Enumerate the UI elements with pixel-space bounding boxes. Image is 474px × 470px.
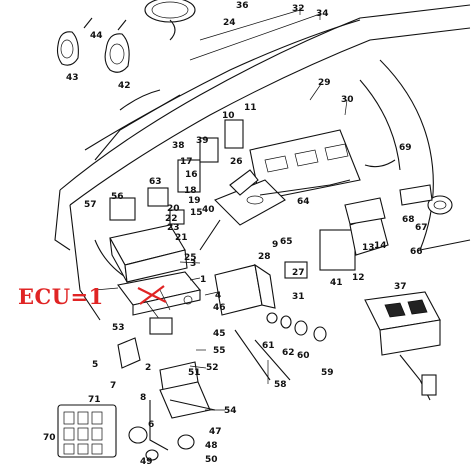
callout-49: 49 (140, 457, 153, 467)
callout-29: 29 (318, 78, 331, 88)
lower-brackets (117, 337, 216, 461)
callout-69: 69 (399, 143, 412, 153)
callout-10: 10 (222, 111, 235, 121)
callout-31: 31 (292, 292, 305, 302)
callout-68: 68 (402, 215, 415, 225)
callout-18: 18 (184, 186, 197, 196)
horns (56, 17, 130, 73)
callout-62: 62 (282, 348, 295, 358)
callout-11: 11 (244, 103, 257, 113)
callout-36: 36 (236, 1, 249, 11)
callout-60: 60 (297, 351, 310, 361)
callout-71: 71 (88, 395, 101, 405)
callout-30: 30 (341, 95, 354, 105)
callout-38: 38 (172, 141, 185, 151)
callout-57: 57 (84, 200, 97, 210)
callout-26: 26 (230, 157, 243, 167)
relay-cluster (109, 119, 244, 225)
callout-59: 59 (321, 368, 334, 378)
small-parts-row (234, 312, 327, 381)
callout-14: 14 (374, 241, 387, 251)
callout-40: 40 (202, 205, 215, 215)
callout-1: 1 (200, 275, 206, 285)
callout-32: 32 (292, 4, 305, 14)
callout-52: 52 (206, 363, 219, 373)
callout-25: 25 (184, 253, 197, 263)
callout-45: 45 (213, 329, 226, 339)
callout-17: 17 (180, 157, 193, 167)
callout-19: 19 (188, 196, 201, 206)
callout-54: 54 (224, 406, 237, 416)
callout-37: 37 (394, 282, 407, 292)
callout-56: 56 (111, 192, 124, 202)
callout-61: 61 (262, 341, 275, 351)
upper-right-switches (344, 159, 453, 225)
callout-64: 64 (297, 197, 310, 207)
callout-70: 70 (43, 433, 56, 443)
callout-55: 55 (213, 346, 226, 356)
callout-numbers: 1 2 3 4 5 6 7 8 9 10 11 12 13 14 15 16 1… (43, 1, 428, 467)
relay-box-center (214, 214, 389, 316)
window-switch-assembly (364, 291, 441, 401)
callout-34: 34 (316, 9, 329, 19)
callout-65: 65 (280, 237, 293, 247)
callout-66: 66 (410, 247, 423, 257)
callout-16: 16 (185, 170, 198, 180)
callout-50: 50 (205, 455, 218, 465)
callout-13: 13 (362, 243, 375, 253)
callout-15: 15 (190, 208, 203, 218)
callout-6: 6 (148, 420, 154, 430)
callout-51: 51 (188, 368, 201, 378)
callout-2: 2 (145, 363, 151, 373)
ecu-x-mark (137, 285, 167, 305)
callout-27: 27 (292, 268, 305, 278)
callout-48: 48 (205, 441, 218, 451)
callout-28: 28 (258, 252, 271, 262)
steering-column-switch (199, 169, 351, 251)
callout-3: 3 (190, 259, 196, 269)
callout-8: 8 (140, 393, 146, 403)
fuse-block (57, 404, 117, 458)
callout-39: 39 (196, 136, 209, 146)
callout-12: 12 (352, 273, 365, 283)
callout-5: 5 (92, 360, 98, 370)
ecu-annotation-label: ECU=1 (18, 284, 104, 309)
callout-53: 53 (112, 323, 125, 333)
callout-7: 7 (110, 381, 116, 391)
callout-47: 47 (209, 427, 222, 437)
leader-lines (94, 7, 348, 411)
callout-42: 42 (118, 81, 131, 91)
callout-67: 67 (415, 223, 428, 233)
callout-4: 4 (215, 291, 221, 301)
callout-58: 58 (274, 380, 287, 390)
callout-41: 41 (330, 278, 343, 288)
callout-63: 63 (149, 177, 162, 187)
callout-23: 23 (167, 223, 180, 233)
callout-24: 24 (223, 18, 236, 28)
callout-9: 9 (272, 240, 278, 250)
callout-20: 20 (167, 204, 180, 214)
callout-22: 22 (165, 214, 178, 224)
callout-21: 21 (175, 233, 188, 243)
callout-43: 43 (66, 73, 79, 83)
callout-44: 44 (90, 31, 103, 41)
callout-46: 46 (213, 303, 226, 313)
